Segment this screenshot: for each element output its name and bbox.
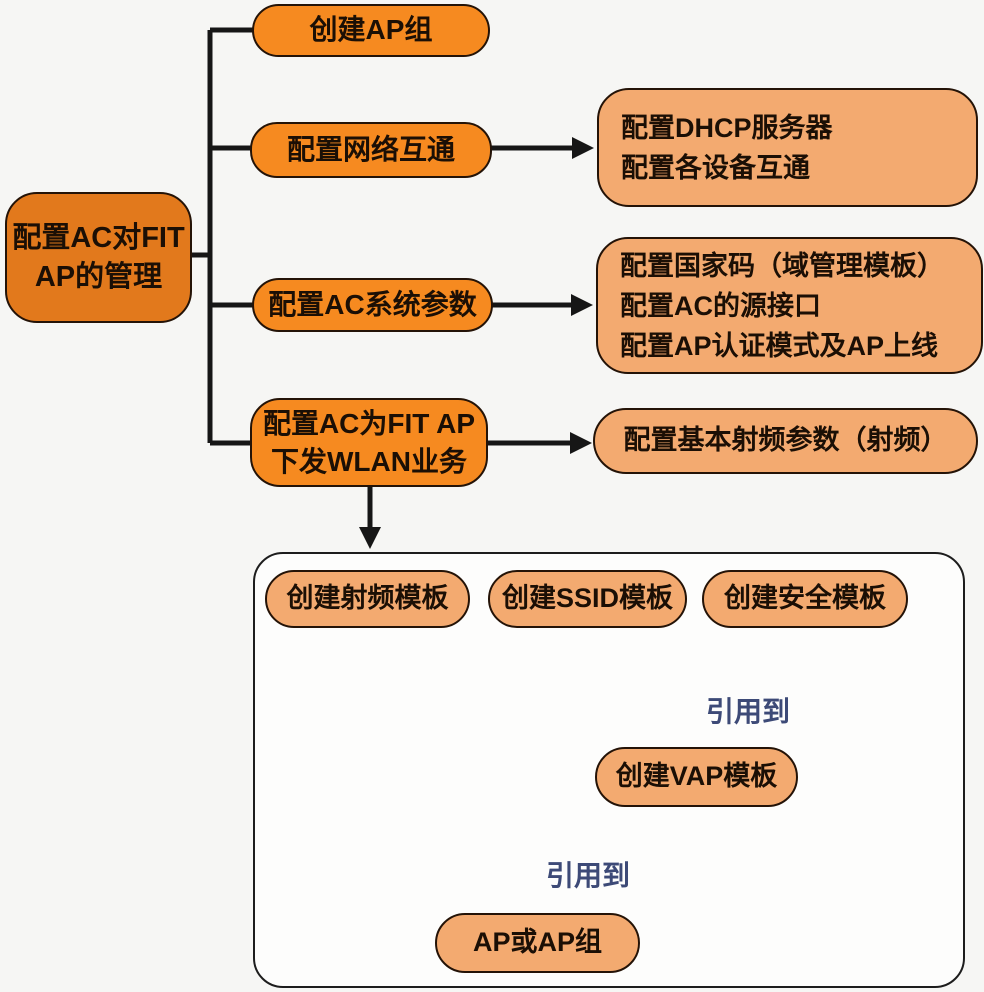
node-create-ap-group-label: 创建AP组 — [309, 14, 433, 46]
detail-dhcp-line: 配置DHCP服务器 — [621, 112, 833, 143]
detail-ap-auth-line: 配置AP认证模式及AP上线 — [620, 330, 939, 361]
node-configure-ac-system-params-label: 配置AC系统参数 — [268, 288, 477, 320]
node-configure-network: 配置网络互通 — [250, 122, 492, 178]
arrowhead-rf — [570, 432, 592, 454]
node-deliver-wlan-service: 配置AC为FIT AP 下发WLAN业务 — [250, 398, 488, 487]
reference-label-vap: 引用到 — [706, 696, 791, 727]
node-ap-or-ap-group-label: AP或AP组 — [472, 927, 602, 958]
arrowhead-wlan-down — [359, 527, 381, 549]
root-node-label-line1: 配置AC对FIT — [12, 222, 185, 255]
node-create-vap-template: 创建VAP模板 — [595, 747, 798, 807]
node-configure-network-label: 配置网络互通 — [286, 133, 455, 165]
arrowhead-sysparam — [571, 294, 593, 316]
node-create-ssid-template-label: 创建SSID模板 — [501, 583, 674, 614]
detail-source-interface-line: 配置AC的源接口 — [620, 290, 821, 321]
detail-ac-system-params: 配置国家码（域管理模板） 配置AC的源接口 配置AP认证模式及AP上线 — [596, 237, 983, 374]
node-create-security-template: 创建安全模板 — [702, 570, 908, 628]
detail-basic-rf-params-line: 配置基本射频参数（射频） — [623, 425, 948, 456]
node-configure-ac-system-params: 配置AC系统参数 — [252, 278, 493, 332]
root-node-label-line2: AP的管理 — [34, 260, 163, 293]
node-deliver-wlan-service-label-line2: 下发WLAN业务 — [271, 445, 467, 477]
node-ap-or-ap-group: AP或AP组 — [435, 913, 640, 973]
node-create-ap-group: 创建AP组 — [252, 4, 490, 57]
arrowhead-network — [572, 137, 594, 159]
reference-label-ap: 引用到 — [546, 860, 631, 891]
node-deliver-wlan-service-label-line1: 配置AC为FIT AP — [262, 407, 476, 439]
detail-basic-rf-params: 配置基本射频参数（射频） — [593, 408, 978, 474]
node-create-ssid-template: 创建SSID模板 — [488, 570, 687, 628]
node-create-vap-template-label: 创建VAP模板 — [615, 761, 778, 792]
node-create-security-template-label: 创建安全模板 — [724, 583, 886, 614]
root-node-manage-fit-ap: 配置AC对FIT AP的管理 — [5, 192, 192, 323]
node-create-rf-template-label: 创建射频模板 — [286, 583, 449, 614]
node-create-rf-template: 创建射频模板 — [265, 570, 470, 628]
detail-country-code-line: 配置国家码（域管理模板） — [620, 250, 944, 281]
detail-dhcp-interconnect: 配置DHCP服务器 配置各设备互通 — [597, 88, 978, 207]
detail-interconnect-line: 配置各设备互通 — [621, 152, 810, 183]
